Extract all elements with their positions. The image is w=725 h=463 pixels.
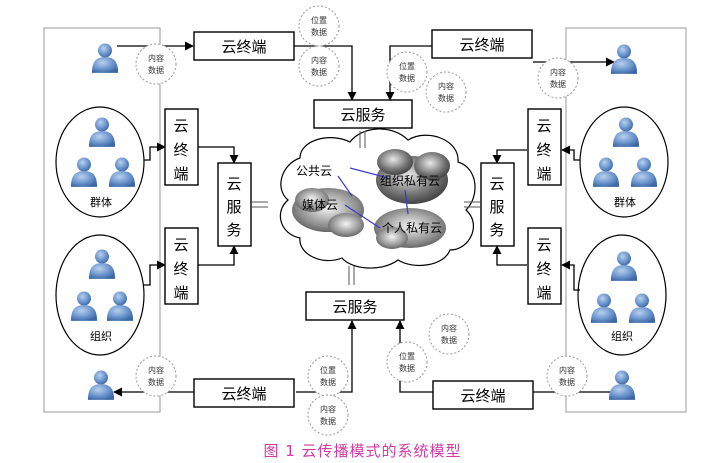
terminal-label-char: 端 — [173, 284, 188, 302]
org-ellipse-left — [55, 234, 145, 356]
cloud-link-2 — [349, 167, 389, 179]
bubble-text: 内容 — [559, 365, 575, 375]
service-cloud-links — [252, 131, 480, 285]
bubble-text: 数据 — [320, 416, 336, 426]
terminal-label: 云终端 — [221, 38, 266, 56]
terminal-label-char: 云 — [173, 117, 188, 135]
bubble-text: 数据 — [399, 363, 415, 373]
figure-caption: 图 1 云传播模式的系统模型 — [263, 442, 462, 460]
bubble-content-top-right-b — [537, 57, 579, 99]
bubble-text: 位置 — [399, 61, 415, 71]
terminal-box-top-left — [193, 31, 295, 61]
service-label-char: 服 — [489, 198, 504, 216]
bubble-text: 数据 — [311, 67, 327, 77]
bubble-text: 数据 — [399, 73, 415, 83]
person-icon — [87, 370, 115, 400]
person-icon — [610, 44, 638, 74]
cloud-link-4 — [404, 189, 409, 215]
terminal-label-char: 云 — [536, 117, 551, 135]
terminal-label-char: 云 — [536, 236, 551, 254]
service-label-char: 服 — [226, 198, 241, 216]
bubble-content-bottom-center — [307, 394, 349, 436]
bubble-text: 位置 — [399, 351, 415, 361]
bubble-position-top-center — [298, 5, 340, 47]
central-cloud — [279, 128, 476, 269]
bubble-content-bottom-right-a — [428, 313, 470, 355]
terminal-label: 云终端 — [460, 387, 505, 405]
bubble-text: 位置 — [311, 15, 327, 25]
terminal-label-char: 云 — [173, 236, 188, 254]
right-frame — [565, 27, 687, 413]
bubble-text: 内容 — [441, 323, 457, 333]
group-label: 群体 — [614, 195, 636, 209]
bubble-text: 数据 — [438, 93, 454, 103]
bubble-text: 内容 — [148, 53, 164, 63]
service-label-char: 云 — [489, 175, 504, 193]
terminal-label-char: 终 — [173, 260, 188, 278]
org-ellipse-right — [577, 234, 667, 356]
service-label: 云服务 — [340, 106, 385, 124]
terminal-label: 云终端 — [459, 36, 504, 54]
group-ellipse-right — [579, 106, 669, 218]
terminal-label-char: 终 — [536, 260, 551, 278]
bubble-text: 内容 — [438, 81, 454, 91]
bubble-text: 内容 — [311, 55, 327, 65]
cloud-link-1 — [337, 175, 353, 197]
bubble-text: 数据 — [311, 27, 327, 37]
bubble-text: 内容 — [320, 404, 336, 414]
left-frame — [43, 27, 161, 413]
terminal-label: 云终端 — [221, 385, 266, 403]
bubble-text: 数据 — [559, 377, 575, 387]
terminal-box-left-lower — [164, 227, 199, 305]
terminal-label-char: 端 — [173, 165, 188, 183]
terminal-label-char: 终 — [173, 141, 188, 159]
service-label-char: 云 — [226, 175, 241, 193]
bubble-content-top-center — [298, 45, 340, 87]
service-box-top — [313, 99, 413, 129]
group-ellipse-left — [55, 106, 145, 218]
service-label-char: 务 — [226, 221, 241, 239]
bubble-text: 数据 — [148, 377, 164, 387]
bubble-text: 数据 — [441, 335, 457, 345]
service-box-right — [480, 162, 515, 247]
org-label: 组织 — [611, 329, 633, 343]
terminal-box-top-right — [431, 29, 533, 59]
terminal-label-char: 终 — [536, 141, 551, 159]
bubble-position-top-right — [386, 51, 428, 93]
terminal-box-right-upper — [527, 108, 562, 186]
terminal-box-right-lower — [527, 227, 562, 305]
public-cloud-label: 公共云 — [296, 164, 332, 178]
bubble-content-top-right-a — [425, 71, 467, 113]
bubble-text: 位置 — [320, 365, 336, 375]
person-icon — [608, 370, 636, 400]
service-box-bottom — [305, 291, 405, 321]
service-label-char: 务 — [489, 221, 504, 239]
terminal-box-bottom-left — [193, 378, 295, 408]
cloud-link-3 — [344, 204, 381, 229]
bubble-content-bottom-left — [135, 355, 177, 397]
group-label: 群体 — [90, 195, 112, 209]
media-cloud-label: 媒体云 — [302, 198, 338, 212]
bubble-text: 数据 — [550, 79, 566, 89]
bubble-text: 数据 — [320, 377, 336, 387]
service-box-left — [217, 162, 252, 247]
bubble-position-bottom-center — [307, 355, 349, 397]
bubble-text: 内容 — [550, 67, 566, 77]
bubble-text: 数据 — [148, 65, 164, 75]
bubble-position-bottom-right — [386, 341, 428, 383]
personal-private-cloud-label: 个人私有云 — [382, 221, 442, 235]
terminal-label-char: 端 — [536, 284, 551, 302]
terminal-label-char: 端 — [536, 165, 551, 183]
bubble-content-top-left — [135, 43, 177, 85]
terminal-box-left-upper — [164, 108, 199, 186]
org-label: 组织 — [90, 329, 112, 343]
person-icon — [91, 43, 119, 73]
service-label: 云服务 — [332, 298, 377, 316]
bubble-content-bottom-right-b — [546, 355, 588, 397]
org-private-cloud-label: 组织私有云 — [380, 174, 440, 188]
data-bubbles — [135, 5, 588, 436]
bubble-text: 内容 — [148, 365, 164, 375]
terminal-box-bottom-right — [432, 380, 534, 410]
